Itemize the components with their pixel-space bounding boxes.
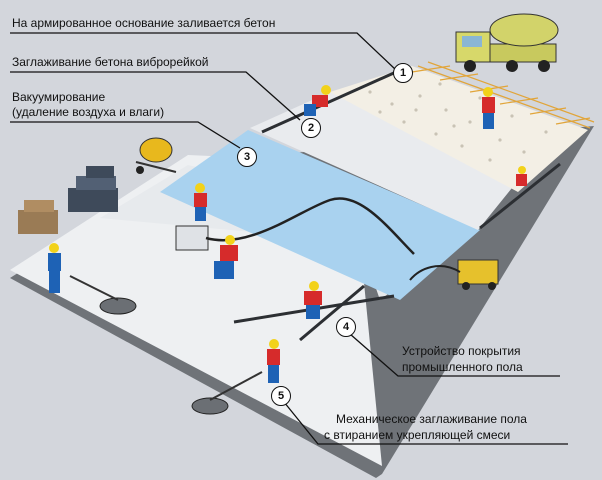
step1-marker: 1 (393, 63, 413, 83)
worker-8 (267, 339, 280, 383)
step5-label-line1: Механическое заглаживание пола (336, 412, 527, 426)
worker-4 (194, 183, 207, 221)
step3-marker: 3 (237, 147, 257, 167)
step3-label-line1: Вакуумирование (12, 90, 106, 104)
worker-1 (482, 87, 495, 129)
worker-2 (304, 85, 331, 116)
concrete-mixer-truck (455, 13, 559, 72)
mortar-mixer (135, 137, 177, 174)
step2-marker: 2 (301, 118, 321, 138)
slab-vacuum-area (160, 130, 480, 300)
gravel-base (330, 66, 588, 192)
step5-label-line2: с втиранием укрепляющей смеси (324, 428, 511, 442)
worker-7 (48, 243, 61, 293)
step4-label-line1: Устройство покрытия (402, 344, 521, 358)
leader-lines (10, 32, 568, 445)
worker-3 (516, 166, 527, 186)
step2-label: Заглаживание бетона виброрейкой (12, 55, 209, 69)
gravel-texture (368, 82, 548, 162)
step4-label-line2: промышленного пола (402, 360, 523, 374)
worker-5 (214, 235, 238, 279)
vacuum-pump (175, 197, 415, 255)
generator (409, 259, 499, 290)
step4-marker: 4 (336, 317, 356, 337)
cement-bags (18, 166, 118, 234)
step5-marker: 5 (271, 386, 291, 406)
power-trowels (69, 275, 263, 415)
workers (48, 85, 527, 383)
step1-label: На армированное основание заливается бет… (12, 16, 276, 30)
step3-label-line2: (удаление воздуха и влаги) (12, 105, 165, 119)
worker-6 (304, 281, 322, 319)
